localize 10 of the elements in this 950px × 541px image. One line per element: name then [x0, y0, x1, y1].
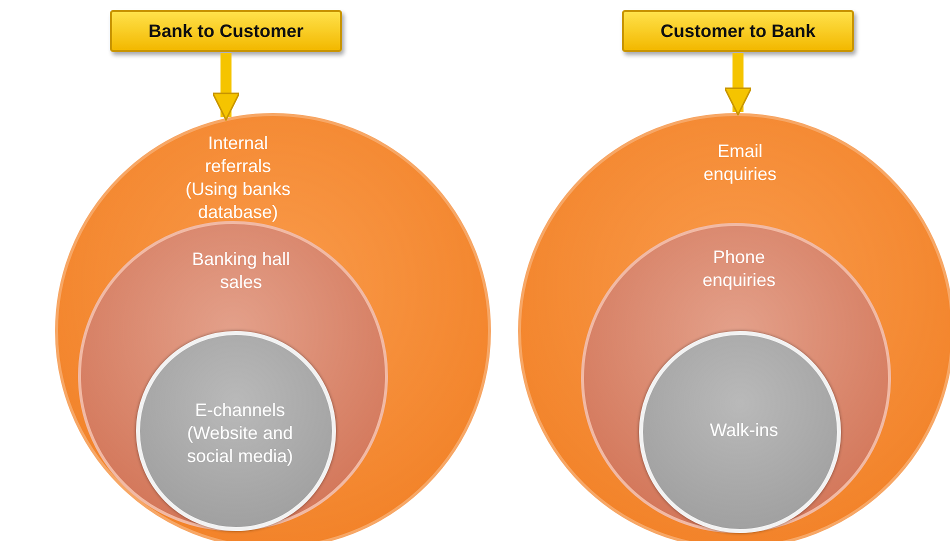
circle-label: Walk-ins: [708, 419, 780, 442]
circle-label: Internal referrals (Using banks database): [184, 132, 292, 224]
down-arrow: [212, 53, 240, 121]
circle-label: E-channels (Website and social media): [186, 399, 294, 468]
title-banner: Bank to Customer: [110, 10, 342, 52]
circle-label: Email enquiries: [702, 140, 778, 186]
title-banner: Customer to Bank: [622, 10, 854, 52]
circle-label: Banking hall sales: [190, 248, 292, 294]
down-arrow: [724, 53, 752, 116]
circle-label: Phone enquiries: [701, 246, 777, 292]
